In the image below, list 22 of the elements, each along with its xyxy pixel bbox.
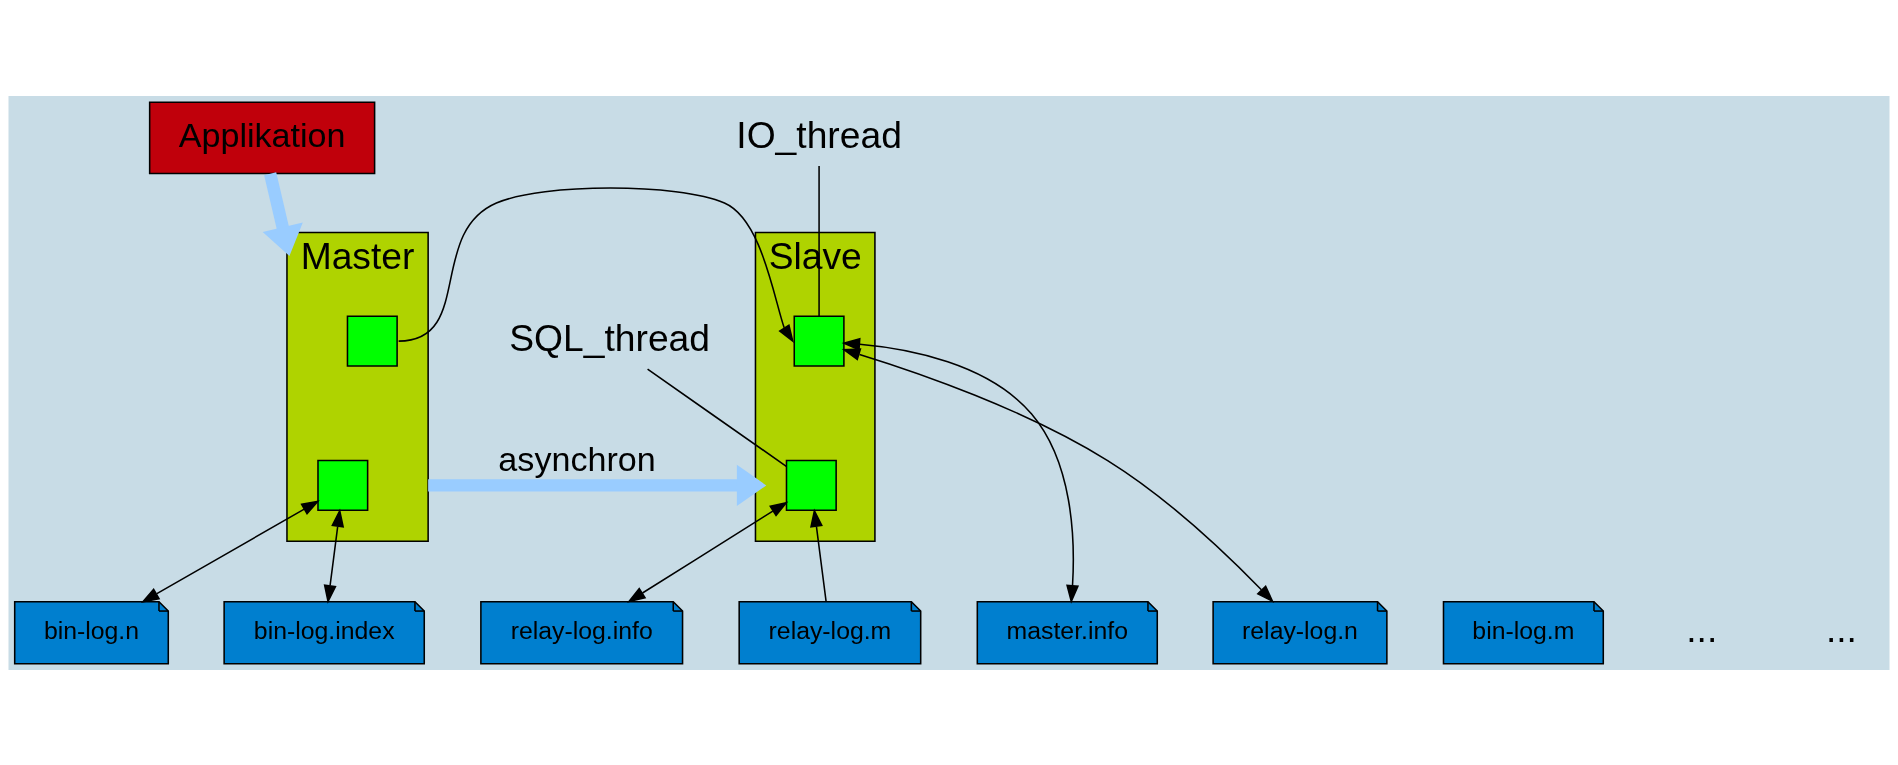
connector (818, 164, 820, 317)
node-box (785, 459, 837, 511)
arrow (140, 499, 320, 603)
arrow (841, 337, 1080, 604)
connector (646, 367, 788, 467)
arrow (841, 347, 1275, 603)
arrow (323, 507, 345, 604)
edge-label: asynchron (498, 439, 656, 478)
arrow (627, 500, 789, 603)
node-text: SQL_thread (509, 316, 710, 359)
arrow (262, 171, 303, 256)
arrow (428, 464, 767, 506)
node-box (346, 315, 398, 367)
label: ... (1686, 607, 1718, 650)
node-box: Applikation (148, 100, 376, 174)
cluster: Master (286, 231, 429, 542)
node-box (793, 315, 845, 367)
arrow (397, 186, 794, 343)
node-box (317, 459, 369, 511)
arrow (810, 507, 827, 602)
label: ... (1825, 607, 1857, 650)
node-text: IO_thread (736, 113, 902, 155)
